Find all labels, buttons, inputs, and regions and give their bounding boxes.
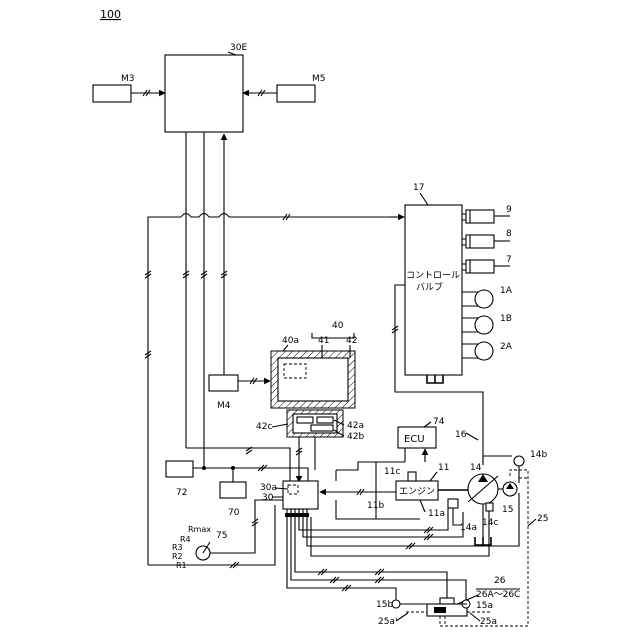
pump-14-label: 14 <box>470 463 482 473</box>
motor-1b-label: 1B <box>500 314 512 324</box>
panel-button-1 <box>297 417 313 423</box>
engine-sensor-11c <box>408 472 416 481</box>
sensor-15b <box>392 600 400 608</box>
figure-number: 100 <box>100 8 121 21</box>
pump-14c-label: 14c <box>482 518 498 528</box>
display-42c-label: 42c <box>256 422 272 432</box>
pilot-15-label: 15 <box>502 505 513 515</box>
tank-symbol <box>427 375 443 383</box>
sensor-72-label: 72 <box>176 488 187 498</box>
cylinder-8-label: 8 <box>506 229 512 239</box>
controller-30-label: 30 <box>262 493 274 503</box>
line-16-label: 16 <box>455 430 467 440</box>
leader-74 <box>424 422 431 427</box>
motor-1b <box>462 316 493 334</box>
panel-button-3 <box>311 425 333 431</box>
lever-grip <box>440 598 454 604</box>
ecu-lines <box>405 448 425 462</box>
junction-70 <box>231 466 235 470</box>
controller-30e-box <box>165 55 243 132</box>
lever-pilot-down <box>440 616 445 626</box>
line-30-lever <box>295 517 447 590</box>
line-30e-to-30-a <box>186 448 290 481</box>
motor-1a-label: 1A <box>500 286 513 296</box>
sensor-14b <box>514 456 524 466</box>
controller-30a-label: 30a <box>260 483 277 493</box>
engine-11-label: 11 <box>438 463 449 473</box>
leader-25 <box>528 519 536 526</box>
m5-label: M5 <box>312 74 326 84</box>
pump-14b-label: 14b <box>530 450 547 460</box>
line-25-label: 25 <box>537 514 548 524</box>
ecu-text: ECU <box>404 434 425 445</box>
line-bottom-left <box>148 505 275 565</box>
display-ref: 40 <box>332 321 344 331</box>
lever-base <box>427 604 467 616</box>
sensor-70-label: 70 <box>228 508 240 518</box>
port-25a-label: 25a <box>480 617 497 627</box>
engine-text: エンジン <box>399 487 435 497</box>
cylinder-7-label: 7 <box>506 255 512 265</box>
motor-1a <box>462 290 493 308</box>
m4-box <box>209 375 238 391</box>
display-42b-label: 42b <box>347 432 364 442</box>
port-15a-label: 15a <box>476 601 493 611</box>
leader-17 <box>420 193 428 205</box>
lever-26ac-label: 26A～26C <box>476 590 520 600</box>
m5-box <box>277 85 315 102</box>
dial-r3-label: R3 <box>172 543 183 552</box>
panel-button-2 <box>317 417 333 423</box>
display-40a-label: 40a <box>282 336 299 346</box>
m3-box <box>93 85 131 102</box>
display-42a-label: 42a <box>347 421 364 431</box>
control-valve-ref: 17 <box>413 183 424 193</box>
lever-valve <box>434 607 446 613</box>
engine-11c-label: 11c <box>384 467 400 477</box>
dial-to-30 <box>210 500 283 553</box>
line-30-ecu <box>336 462 376 481</box>
regulator-14a <box>448 499 458 508</box>
lever-26-label: 26 <box>494 576 506 586</box>
sensor-14c <box>486 503 493 511</box>
line-hops <box>181 214 229 218</box>
cylinder-8 <box>462 235 510 248</box>
port-15b-label: 15b <box>376 600 393 610</box>
m4-label: M4 <box>217 401 231 411</box>
line-14b-h <box>483 456 512 465</box>
line-30e-to-30-b <box>182 468 308 481</box>
sensor-72-box <box>166 461 193 477</box>
control-valve-text-2: バルブ <box>416 281 443 293</box>
cylinder-9-label: 9 <box>506 205 512 215</box>
display-screen <box>278 358 348 401</box>
cylinder-9 <box>462 210 510 223</box>
controller-30e-label: 30E <box>230 43 247 53</box>
motor-2a <box>462 342 493 360</box>
motor-2a-label: 2A <box>500 342 513 352</box>
m3-label: M3 <box>121 74 135 84</box>
junction-72 <box>202 466 206 470</box>
controller-30-terminal <box>285 513 309 517</box>
sensor-70-box <box>220 482 246 498</box>
dial-rmax-label: Rmax <box>188 525 211 534</box>
port-25a-prime-label: 25a' <box>378 617 397 627</box>
dial-r2-label: R2 <box>172 552 183 561</box>
dial-75-label: 75 <box>216 531 227 541</box>
cylinder-7 <box>462 260 510 273</box>
ecu-ref: 74 <box>433 417 445 427</box>
control-valve-text-1: コントロール <box>406 271 460 281</box>
leader-16 <box>466 433 478 440</box>
engine-11a-label: 11a <box>428 509 445 519</box>
